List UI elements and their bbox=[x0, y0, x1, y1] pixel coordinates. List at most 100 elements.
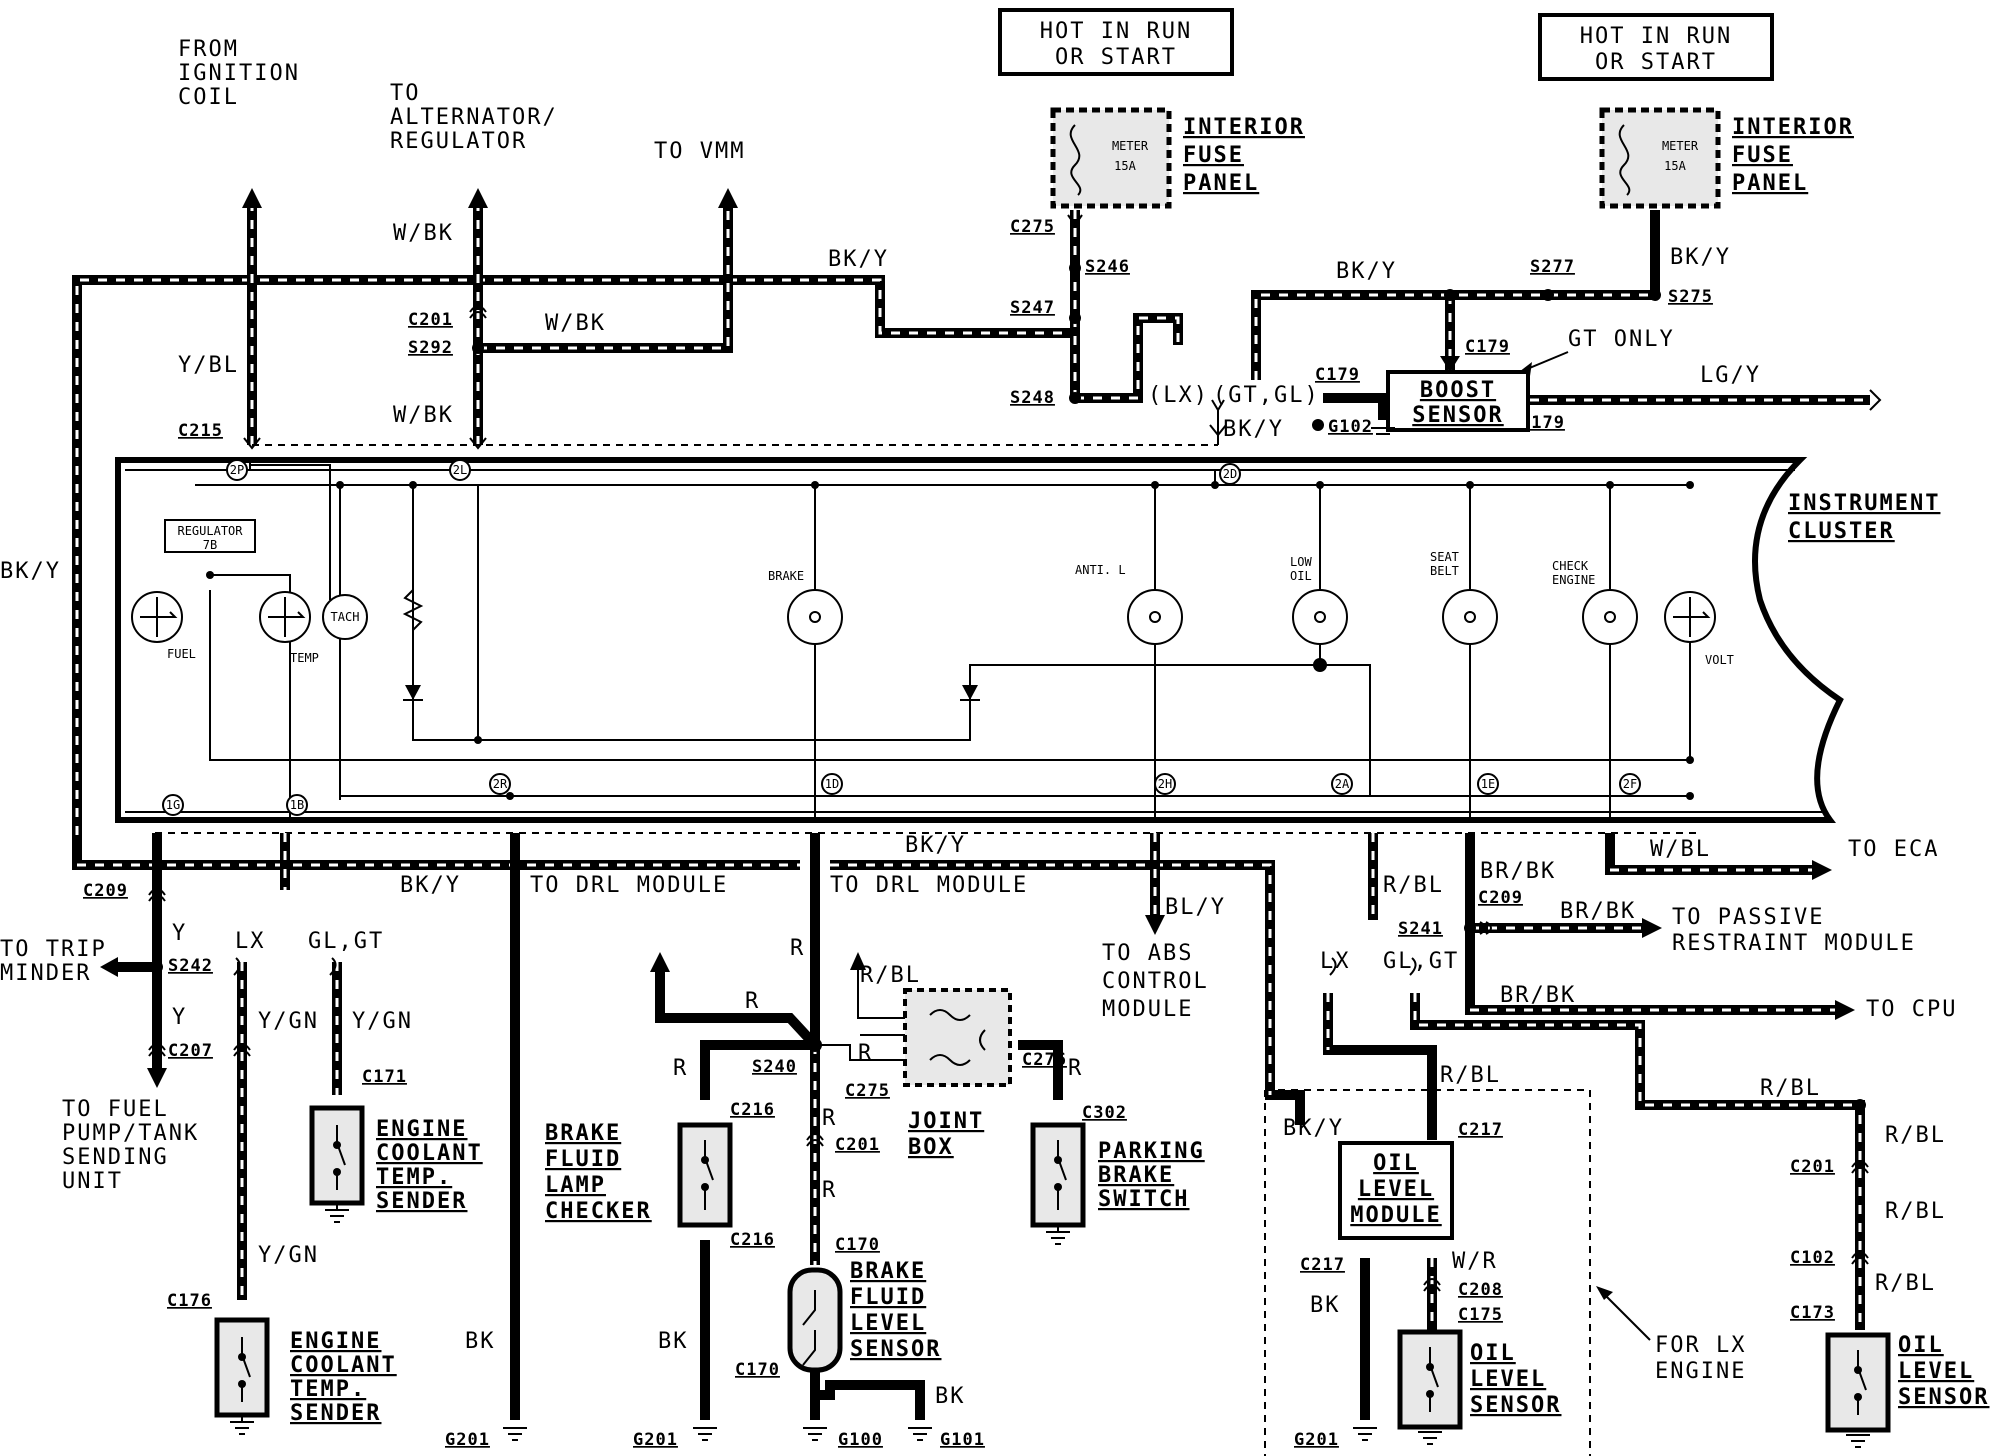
svg-text:G201: G201 bbox=[1294, 1430, 1339, 1450]
svg-text:R: R bbox=[745, 989, 760, 1014]
svg-text:W/BK: W/BK bbox=[393, 221, 454, 246]
svg-text:LG/Y: LG/Y bbox=[1700, 363, 1761, 388]
svg-text:R: R bbox=[790, 936, 805, 961]
svg-text:R/BL: R/BL bbox=[1885, 1123, 1946, 1148]
svg-text:TACH: TACH bbox=[331, 610, 360, 624]
svg-text:1D: 1D bbox=[825, 777, 839, 791]
svg-text:SENSOR: SENSOR bbox=[1412, 403, 1503, 428]
svg-text:INTERIOR: INTERIOR bbox=[1183, 115, 1305, 140]
label-to-vmm: TO VMM bbox=[654, 139, 745, 164]
svg-text:Y: Y bbox=[172, 1005, 187, 1030]
svg-text:S241: S241 bbox=[1398, 919, 1443, 939]
bottom-labels: C209 Y S242 Y C207 LX GL,GT Y/GN Y/GN Y/… bbox=[0, 833, 1955, 1450]
ect-sender-lower: ENGINE COOLANT TEMP. SENDER bbox=[214, 1317, 397, 1435]
svg-text:2F: 2F bbox=[1623, 777, 1637, 791]
svg-text:R: R bbox=[673, 1056, 688, 1081]
svg-text:FLUID: FLUID bbox=[850, 1285, 926, 1310]
svg-text:METER: METER bbox=[1112, 139, 1149, 153]
svg-text:BK/Y: BK/Y bbox=[828, 247, 889, 272]
svg-text:MODULE: MODULE bbox=[1102, 997, 1193, 1022]
svg-text:W/BK: W/BK bbox=[545, 311, 606, 336]
svg-text:C173: C173 bbox=[1790, 1303, 1835, 1323]
svg-text:R/BL: R/BL bbox=[1440, 1063, 1501, 1088]
svg-text:(LX): (LX) bbox=[1148, 383, 1209, 408]
svg-text:C179: C179 bbox=[1520, 413, 1565, 433]
svg-text:SENDER: SENDER bbox=[376, 1189, 467, 1214]
svg-text:BR/BK: BR/BK bbox=[1500, 983, 1576, 1008]
label-alternator: TO ALTERNATOR/ REGULATOR bbox=[390, 81, 558, 154]
svg-text:BK/Y: BK/Y bbox=[1283, 1116, 1344, 1141]
cluster-pins: 2P 2L 2D 1G 1B 2R 1D 2H 2A 1E 2F bbox=[162, 459, 1641, 816]
svg-text:BK/Y: BK/Y bbox=[0, 559, 61, 584]
svg-text:TEMP.: TEMP. bbox=[290, 1377, 366, 1402]
svg-text:C275: C275 bbox=[1010, 217, 1055, 237]
svg-text:S292: S292 bbox=[408, 338, 453, 358]
svg-text:BK: BK bbox=[658, 1329, 689, 1354]
svg-text:CHECKER: CHECKER bbox=[545, 1199, 652, 1224]
svg-text:R/BL: R/BL bbox=[1383, 873, 1444, 898]
svg-text:MINDER: MINDER bbox=[0, 961, 91, 986]
top-harness bbox=[72, 188, 1882, 835]
svg-text:2H: 2H bbox=[1158, 777, 1172, 791]
svg-text:S275: S275 bbox=[1668, 287, 1713, 307]
anti-lock-lamp: ANTI. L bbox=[1075, 563, 1183, 645]
svg-text:BOX: BOX bbox=[908, 1135, 954, 1160]
svg-text:CHECK: CHECK bbox=[1552, 559, 1589, 573]
lx-engine-box bbox=[1264, 1089, 1591, 1456]
bottom-harness bbox=[72, 833, 1865, 1420]
svg-text:VOLT: VOLT bbox=[1705, 653, 1734, 667]
svg-text:FUEL: FUEL bbox=[167, 647, 196, 661]
tach-gauge: TACH bbox=[322, 594, 368, 640]
svg-text:1B: 1B bbox=[290, 798, 304, 812]
svg-text:Y/GN: Y/GN bbox=[258, 1243, 319, 1268]
svg-text:Y: Y bbox=[172, 921, 187, 946]
svg-text:GL,GT: GL,GT bbox=[308, 929, 384, 954]
svg-text:C179: C179 bbox=[1315, 365, 1360, 385]
svg-text:C217: C217 bbox=[1300, 1255, 1345, 1275]
svg-text:TO DRL MODULE: TO DRL MODULE bbox=[830, 873, 1028, 898]
svg-text:C201: C201 bbox=[1790, 1157, 1835, 1177]
svg-text:FLUID: FLUID bbox=[545, 1147, 621, 1172]
check-engine-lamp: CHECK ENGINE bbox=[1552, 559, 1638, 645]
svg-text:ALTERNATOR/: ALTERNATOR/ bbox=[390, 105, 558, 130]
svg-text:W/BK: W/BK bbox=[393, 403, 454, 428]
svg-text:C170: C170 bbox=[835, 1235, 880, 1255]
svg-text:COOLANT: COOLANT bbox=[290, 1353, 397, 1378]
svg-text:1G: 1G bbox=[166, 798, 180, 812]
svg-text:ENGINE: ENGINE bbox=[376, 1117, 467, 1142]
svg-text:15A: 15A bbox=[1664, 159, 1686, 173]
svg-text:INTERIOR: INTERIOR bbox=[1732, 115, 1854, 140]
svg-text:TO FUEL: TO FUEL bbox=[62, 1097, 169, 1122]
svg-text:HOT IN RUN: HOT IN RUN bbox=[1040, 19, 1192, 44]
svg-text:BK/Y: BK/Y bbox=[905, 833, 966, 858]
svg-text:COOLANT: COOLANT bbox=[376, 1141, 483, 1166]
svg-text:OIL: OIL bbox=[1290, 569, 1312, 583]
svg-text:BRAKE: BRAKE bbox=[850, 1259, 926, 1284]
svg-text:C179: C179 bbox=[1465, 337, 1510, 357]
oil-level-sensor-lx: OIL LEVEL SENSOR bbox=[1397, 1329, 1559, 1430]
instrument-cluster: INSTRUMENT CLUSTER REGULATOR 7B FUEL bbox=[115, 457, 1938, 823]
svg-text:BOOST: BOOST bbox=[1420, 378, 1496, 403]
svg-text:2D: 2D bbox=[1223, 467, 1237, 481]
svg-text:LOW: LOW bbox=[1290, 555, 1312, 569]
svg-text:LEVEL: LEVEL bbox=[1898, 1359, 1974, 1384]
bottom-splices bbox=[148, 888, 1869, 1292]
svg-text:BR/BK: BR/BK bbox=[1560, 899, 1636, 924]
svg-text:G101: G101 bbox=[940, 1430, 985, 1450]
svg-text:C209: C209 bbox=[1478, 888, 1523, 908]
svg-text:R/BL: R/BL bbox=[860, 963, 921, 988]
svg-text:LEVEL: LEVEL bbox=[850, 1311, 926, 1336]
svg-text:SENSOR: SENSOR bbox=[1898, 1385, 1989, 1410]
svg-text:C176: C176 bbox=[167, 1291, 212, 1311]
svg-text:Y/GN: Y/GN bbox=[258, 1009, 319, 1034]
svg-text:C276: C276 bbox=[1022, 1050, 1067, 1070]
svg-text:TO: TO bbox=[390, 81, 421, 106]
svg-text:S240: S240 bbox=[752, 1057, 797, 1077]
top-splices bbox=[243, 214, 1661, 450]
svg-text:LX: LX bbox=[235, 929, 266, 954]
svg-text:HOT IN RUN: HOT IN RUN bbox=[1580, 24, 1732, 49]
svg-text:BK/Y: BK/Y bbox=[1223, 417, 1284, 442]
svg-text:C102: C102 bbox=[1790, 1248, 1835, 1268]
top-wire-labels: W/BK W/BK W/BK Y/BL BK/Y BK/Y BK/Y BK/Y … bbox=[0, 217, 1761, 584]
svg-text:SWITCH: SWITCH bbox=[1098, 1187, 1189, 1212]
